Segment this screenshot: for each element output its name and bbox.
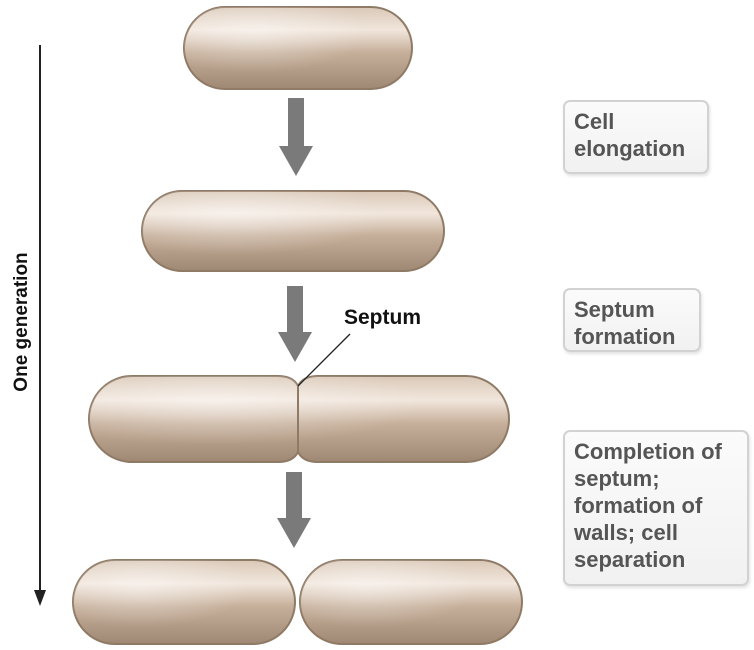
cell-elongated xyxy=(141,190,445,272)
step-septum-formation-text: Septum formation xyxy=(574,297,676,349)
septum-pointer xyxy=(297,333,351,387)
step-septum-formation: Septum formation xyxy=(563,288,701,352)
step-completion-separation-text: Completion of septum; formation of walls… xyxy=(574,439,722,572)
step-cell-elongation: Cell elongation xyxy=(563,100,709,174)
down-arrow-3 xyxy=(277,472,311,548)
daughter-cell-left xyxy=(72,559,296,645)
generation-label: One generation xyxy=(11,252,32,392)
daughter-cell-right xyxy=(299,559,523,645)
down-arrow-2 xyxy=(278,286,312,362)
step-cell-elongation-text: Cell elongation xyxy=(574,109,686,161)
septum-label: Septum xyxy=(344,306,422,329)
cell-septum-forming xyxy=(88,375,510,463)
step-completion-separation: Completion of septum; formation of walls… xyxy=(563,430,749,586)
down-arrow-1 xyxy=(279,98,313,176)
cell-initial xyxy=(183,6,413,90)
generation-arrow xyxy=(34,45,46,606)
